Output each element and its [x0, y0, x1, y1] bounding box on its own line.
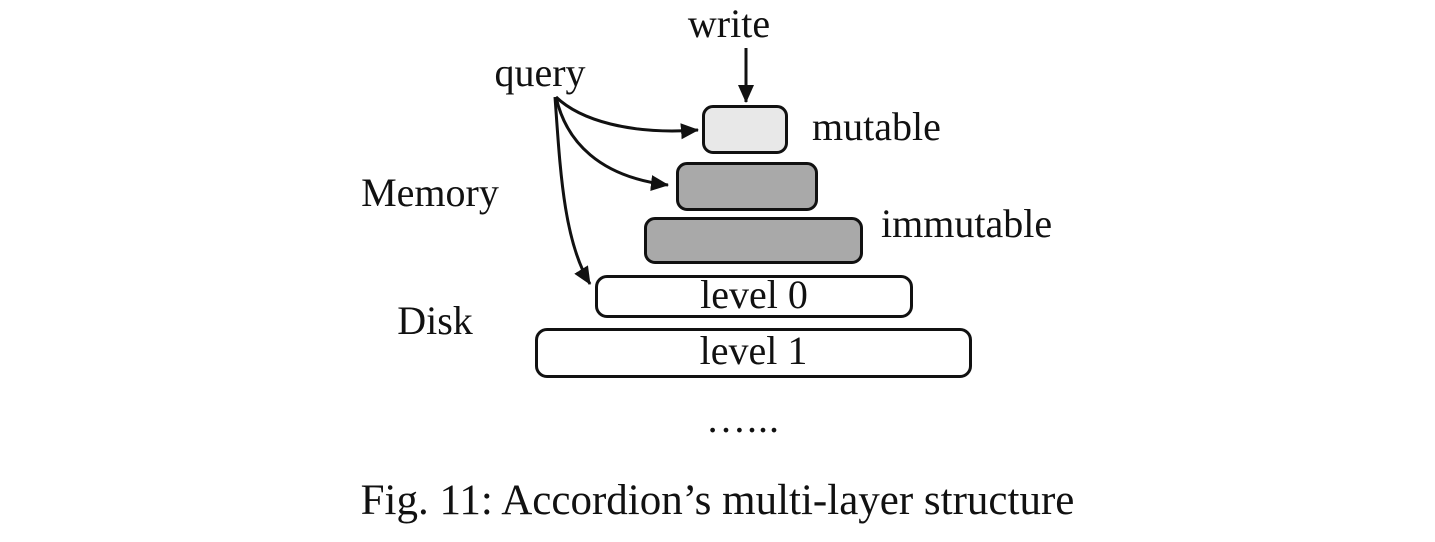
mutable-segment-box [702, 105, 788, 154]
write-label: write [687, 1, 771, 46]
level-0-box: level 0 [595, 271, 913, 318]
query-arrow-to-immutable [554, 96, 669, 191]
query-label: query [494, 50, 586, 95]
memory-region-label: Memory [361, 170, 499, 215]
immutable-label: immutable [881, 201, 1053, 246]
more-levels-ellipsis: …... [706, 396, 780, 441]
immutable-segment-box-1 [676, 162, 818, 211]
query-arrow-to-level0 [553, 96, 592, 285]
figure-caption: Fig. 11: Accordion’s multi-layer structu… [360, 477, 1075, 524]
mutable-label: mutable [812, 104, 941, 149]
level-0-label: level 0 [700, 271, 808, 317]
immutable-segment-box-2 [644, 217, 863, 264]
query-arrow-to-mutable [554, 95, 699, 140]
disk-region-label: Disk [397, 298, 473, 343]
level-1-box: level 1 [535, 328, 972, 378]
level-1-label: level 1 [699, 328, 808, 373]
